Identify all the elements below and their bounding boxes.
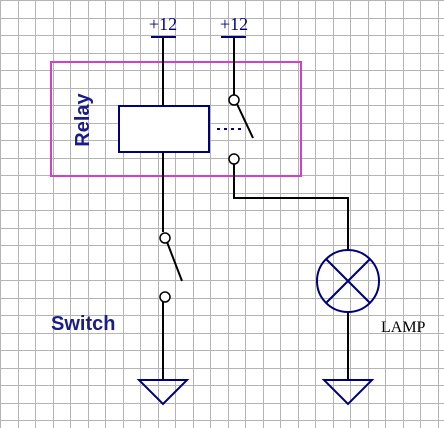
relay-coil-icon bbox=[118, 105, 210, 153]
ground-icon bbox=[136, 379, 190, 406]
relay-contact-icon bbox=[217, 94, 254, 165]
supply-left-label: +12 bbox=[149, 14, 177, 34]
switch-icon bbox=[159, 232, 183, 303]
wire-contact-to-lamp bbox=[233, 164, 349, 250]
relay-label: Relay bbox=[72, 92, 94, 146]
ground-icon bbox=[321, 379, 375, 406]
lamp-label: LAMP bbox=[381, 319, 426, 336]
wiring bbox=[162, 37, 349, 379]
switch-label: Switch bbox=[51, 313, 115, 335]
supply-right-label: +12 bbox=[220, 14, 248, 34]
lamp-icon bbox=[316, 249, 380, 313]
relay-box bbox=[50, 61, 302, 177]
